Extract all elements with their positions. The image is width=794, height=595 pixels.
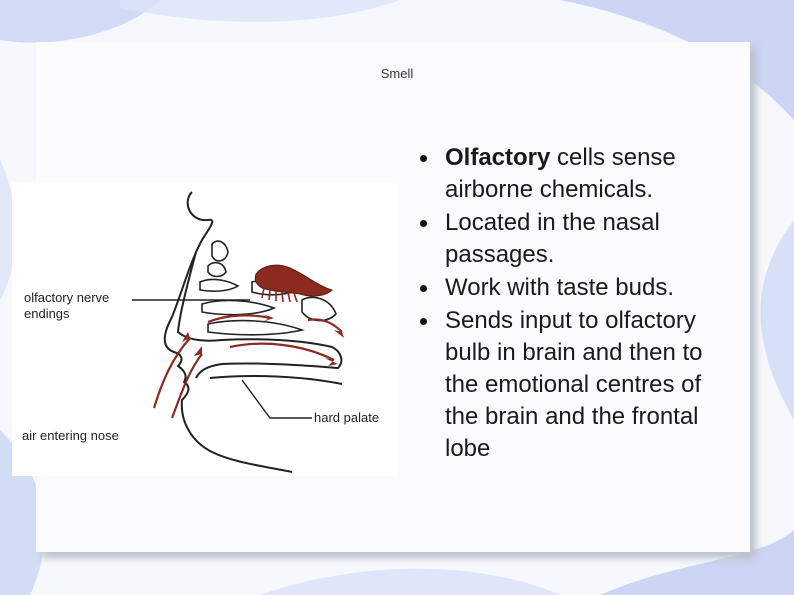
bullet-text: Work with taste buds. [445, 274, 674, 301]
bullet-dot-icon [420, 285, 427, 292]
bullet-item: Sends input to olfactory bulb in brain a… [420, 305, 740, 465]
label-olfactory-line1: olfactory nerve [24, 290, 109, 306]
nose-diagram: olfactory nerve endings hard palate air … [12, 182, 397, 476]
bullet-text: Sends input to olfactory bulb in brain a… [445, 307, 703, 462]
bullet-dot-icon [420, 155, 427, 162]
bullet-dot-icon [420, 220, 427, 227]
label-hard-palate: hard palate [314, 410, 379, 425]
bullet-text: Located in the nasal passages. [445, 209, 660, 268]
bullet-dot-icon [420, 318, 427, 325]
bullet-bold: Olfactory [445, 144, 550, 171]
slide-panel: Smell [36, 42, 750, 552]
bullet-list: Olfactory cells sense airborne chemicals… [420, 142, 740, 466]
label-air-entering-nose: air entering nose [22, 428, 119, 443]
slide-title: Smell [36, 66, 758, 81]
bullet-item: Located in the nasal passages. [420, 207, 740, 271]
label-olfactory-line2: endings [24, 306, 109, 322]
label-olfactory-nerve: olfactory nerve endings [24, 290, 109, 322]
bullet-item: Olfactory cells sense airborne chemicals… [420, 142, 740, 206]
bullet-item: Work with taste buds. [420, 272, 740, 304]
